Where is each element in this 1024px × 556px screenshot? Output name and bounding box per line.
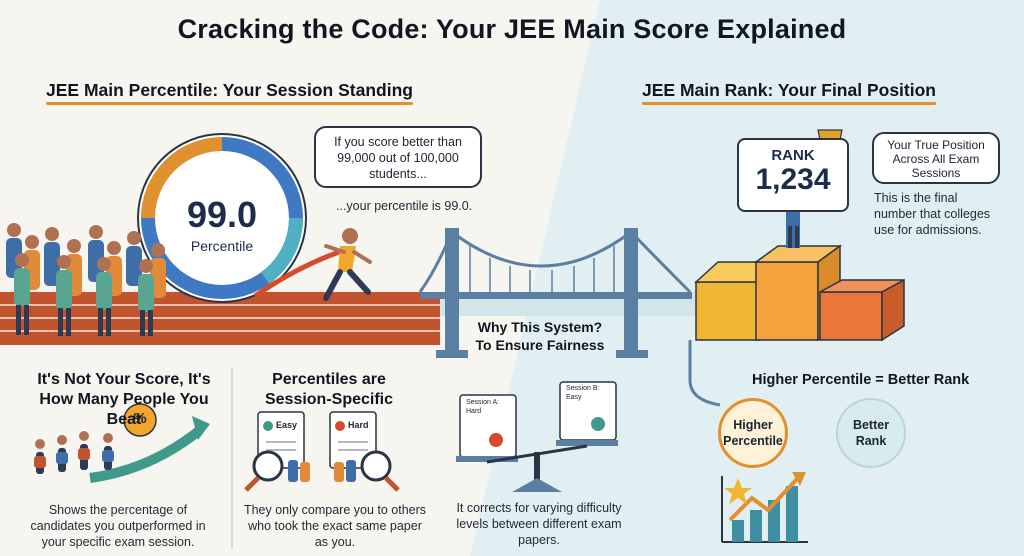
rank-card: RANK 1,234 xyxy=(737,138,849,212)
percent-badge-text: % xyxy=(133,410,147,427)
rank-value: 1,234 xyxy=(755,163,831,196)
percentile-value: 99.0 xyxy=(186,194,258,235)
winner-person-icon xyxy=(786,210,800,248)
lead-runner-icon xyxy=(323,228,372,301)
session-heading: Percentiles are Session-Specific xyxy=(264,371,394,408)
better-rank-circle: Better Rank xyxy=(836,398,906,468)
percentile-result-text: ...your percentile is 99.0. xyxy=(336,199,473,213)
fairness-caption: It corrects for varying difficulty level… xyxy=(456,501,622,547)
rank-label: RANK xyxy=(771,147,815,164)
rank-speech-bubble: Your True Position Across All Exam Sessi… xyxy=(872,132,1000,184)
percentile-speech-bubble: If you score better than 99,000 out of 1… xyxy=(314,126,482,188)
percent-badge-icon xyxy=(123,403,157,437)
connector-line xyxy=(688,340,721,407)
bridge-icon xyxy=(418,228,692,358)
session-caption: They only compare you to others who took… xyxy=(243,503,427,549)
percentile-label: Percentile xyxy=(190,238,254,254)
percentile-heading: JEE Main Percentile: Your Session Standi… xyxy=(46,80,413,105)
paper-a-label: Session A: Hard xyxy=(466,399,500,415)
rank-note: This is the final number that colleges u… xyxy=(874,191,991,237)
hard-paper-label: Hard xyxy=(348,420,369,430)
finish-ribbon-icon xyxy=(253,247,346,299)
rank-heading: JEE Main Rank: Your Final Position xyxy=(642,80,936,105)
easy-paper-label: Easy xyxy=(276,420,298,430)
relation-heading: Higher Percentile = Better Rank xyxy=(752,372,970,388)
balance-scale-icon xyxy=(456,381,618,492)
session-papers-icon xyxy=(244,411,400,492)
podium-icon xyxy=(694,244,905,342)
rising-bar-chart-icon xyxy=(721,472,808,543)
paper-b-label: Session B: Easy xyxy=(566,385,600,401)
fairness-heading: Why This System? To Ensure Fairness xyxy=(475,319,605,353)
page-title: Cracking the Code: Your JEE Main Score E… xyxy=(177,14,847,44)
runners-arrow-icon xyxy=(34,416,210,483)
percentile-gauge-icon xyxy=(137,133,307,303)
higher-percentile-circle: Higher Percentile xyxy=(718,398,788,468)
student-crowd-icon xyxy=(6,223,166,336)
beat-heading: It's Not Your Score, It's How Many Peopl… xyxy=(37,371,211,428)
beat-caption: Shows the percentage of candidates you o… xyxy=(30,503,206,549)
